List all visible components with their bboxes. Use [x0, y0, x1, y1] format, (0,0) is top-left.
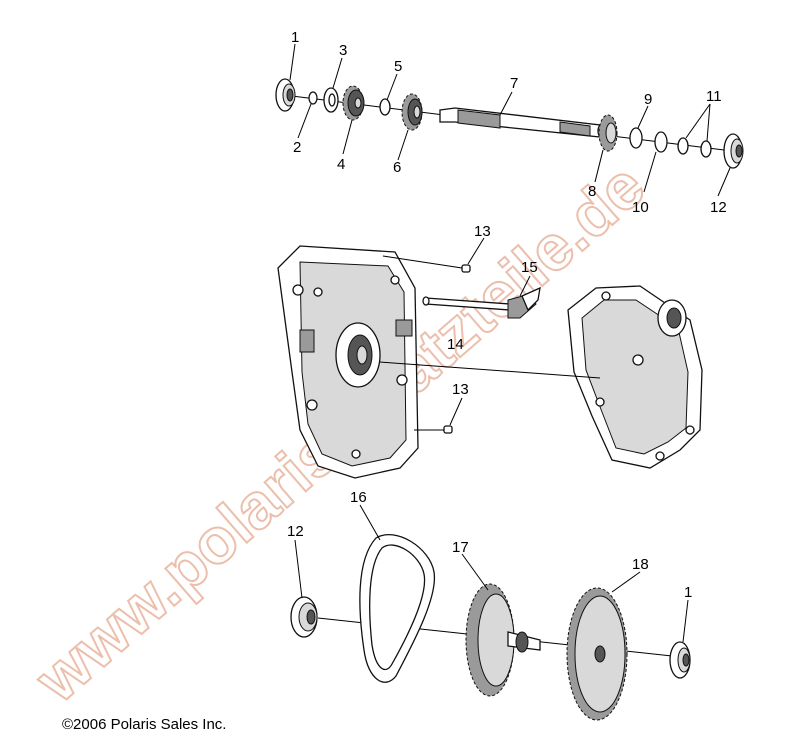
callout-8: 8: [588, 183, 596, 200]
part-3-washer: [323, 87, 339, 113]
callout-14: 14: [447, 336, 464, 353]
part-2-ring: [308, 91, 318, 105]
part-7-shaft: [439, 107, 605, 138]
part-17-gear: [465, 583, 541, 697]
housing-assembly: 13 15 14 13: [277, 223, 703, 479]
part-13-dowel-bottom: [443, 425, 453, 434]
part-11-clip-a: [677, 137, 689, 155]
part-8-gear: [598, 114, 618, 152]
part-4-gear: [342, 85, 365, 121]
part-10-ring: [654, 131, 668, 153]
callout-10: 10: [632, 199, 649, 216]
callout-3: 3: [339, 42, 347, 59]
part-13-dowel-top: [461, 264, 471, 273]
part-9-ring: [629, 127, 643, 149]
callout-4: 4: [337, 156, 345, 173]
shaft-assembly: 1 2 3 4 5 6 7 8 9 10 11 12: [275, 29, 744, 216]
callout-16: 16: [350, 489, 367, 506]
callout-1-bottom: 1: [684, 584, 692, 601]
callout-12-top: 12: [710, 199, 727, 216]
part-15-fork: [507, 286, 541, 319]
callout-9: 9: [644, 91, 652, 108]
callout-7: 7: [510, 75, 518, 92]
callout-6: 6: [393, 159, 401, 176]
callout-17: 17: [452, 539, 469, 556]
part-5-ring: [379, 98, 391, 116]
callout-13-bottom: 13: [452, 381, 469, 398]
part-11-clip-b: [700, 140, 712, 158]
callout-11: 11: [706, 88, 722, 105]
callout-18: 18: [632, 556, 649, 573]
part-1-bearing-bottom: [669, 641, 691, 679]
callout-12-bottom: 12: [287, 523, 304, 540]
callout-13-top: 13: [474, 223, 491, 240]
part-12-bearing-top: [723, 133, 744, 169]
callout-2: 2: [293, 139, 301, 156]
left-housing-case: [277, 245, 419, 479]
part-18-gear: [566, 587, 628, 721]
right-housing-case: [567, 285, 703, 469]
callout-1-top: 1: [291, 29, 299, 46]
callout-5: 5: [394, 58, 402, 75]
part-16-belt: [359, 533, 436, 683]
callout-15: 15: [521, 259, 538, 276]
drive-assembly: 12 16 17 18 1: [287, 489, 692, 721]
part-1-bearing-top: [275, 78, 296, 112]
part-12-bearing-bottom: [290, 596, 318, 638]
part-6-gear: [401, 93, 423, 131]
copyright-notice: ©2006 Polaris Sales Inc.: [62, 716, 227, 733]
